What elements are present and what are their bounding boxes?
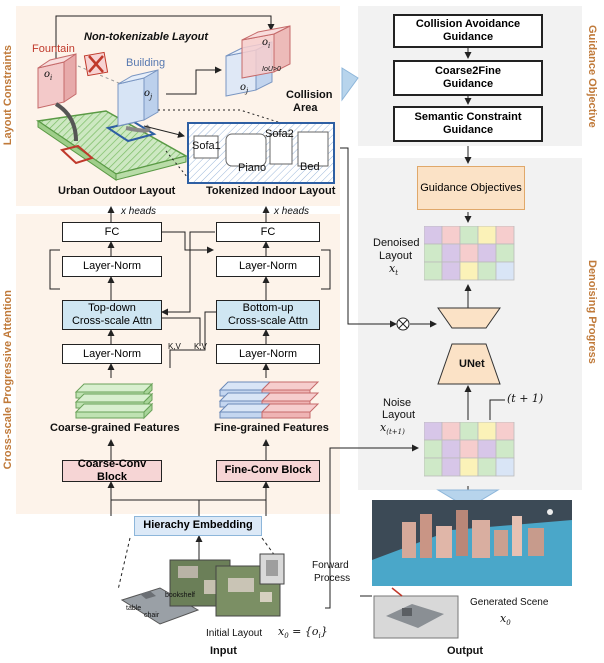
collision-area-label-1: Collision <box>286 89 333 101</box>
sofa2-label: Sofa2 <box>265 128 294 140</box>
denoised-label-2: Layout <box>379 250 413 262</box>
fine-features-label: Fine-grained Features <box>214 422 329 434</box>
forward-label-2: Process <box>314 573 351 584</box>
denoised-layout-grid <box>424 226 515 281</box>
collision-area-cubes <box>225 25 291 97</box>
coarse-features-label: Coarse-grained Features <box>50 422 180 434</box>
piano-label: Piano <box>238 162 267 174</box>
layer-norm-right-bottom: Layer-Norm <box>216 344 320 364</box>
denoising-progress-label: Denoising Progress <box>586 260 598 364</box>
output-label: Output <box>447 645 484 657</box>
fountain-cube <box>37 53 77 109</box>
initial-layout-label: Initial Layout <box>206 628 263 639</box>
iou-label: IoU>0 <box>262 66 281 73</box>
kv-left: K,V <box>168 342 181 351</box>
fc-left: FC <box>62 222 162 242</box>
layout-constraints-diagram <box>35 15 335 184</box>
generated-scene-label: Generated Scene <box>470 597 549 608</box>
x-heads-right: x heads <box>274 206 310 217</box>
building-label: Building <box>126 57 166 69</box>
layer-norm-left-top: Layer-Norm <box>62 256 162 277</box>
generated-scene-image <box>372 500 572 639</box>
table-label: table <box>126 605 142 612</box>
bed-label: Bed <box>300 161 320 173</box>
layer-norm-left-bottom: Layer-Norm <box>62 344 162 364</box>
sofa1-label: Sofa1 <box>192 140 221 152</box>
non-tokenizable-label: Non-tokenizable Layout <box>84 31 209 43</box>
oi-label: oi <box>44 69 53 82</box>
urban-outdoor-label: Urban Outdoor Layout <box>58 185 176 197</box>
input-images <box>120 553 285 625</box>
forward-label-1: Forward <box>312 560 349 571</box>
bookshelf-label: bookshelf <box>165 592 195 599</box>
kv-right: K,V <box>194 342 207 351</box>
output-x0: x0 <box>500 612 511 628</box>
collision-oi-label: oi <box>262 37 271 50</box>
collision-area-label-2: Area <box>293 102 318 114</box>
non-tokenizable-x-icon <box>83 51 109 77</box>
fountain-label: Fountain <box>32 43 75 55</box>
coarse-features-stack <box>74 382 154 420</box>
building-cube <box>117 69 159 127</box>
denoised-var: xt <box>389 262 399 278</box>
t-plus-1-label: (t + 1) <box>507 392 544 405</box>
noise-label-1: Noise <box>383 397 412 409</box>
collision-oj-label: oj <box>240 82 249 95</box>
noise-layout-grid <box>424 422 515 477</box>
chair-label: chair <box>144 612 160 619</box>
fc-right: FC <box>216 222 320 242</box>
fine-conv-block: Fine-Conv Block <box>216 460 320 482</box>
layer-norm-right-top: Layer-Norm <box>216 256 320 277</box>
fine-features-stack <box>218 381 320 419</box>
noise-label-2: Layout <box>382 409 416 421</box>
tokenized-indoor-panel <box>187 122 335 184</box>
hierarchy-embedding: Hierachy Embedding <box>134 516 262 536</box>
x0-equation: x0 = {oi} <box>278 625 328 641</box>
denoised-label-1: Denoised <box>373 237 420 249</box>
noise-var: x(t+1) <box>380 421 405 437</box>
guidance-objectives-box: Guidance Objectives <box>417 166 525 210</box>
input-label: Input <box>210 645 237 657</box>
coarse-conv-block: Coarse-Conv Block <box>62 458 162 483</box>
unet-label: UNet <box>459 358 485 370</box>
x-heads-left: x heads <box>121 206 157 217</box>
tokenized-indoor-label: Tokenized Indoor Layout <box>206 185 336 197</box>
oj-label: oj <box>144 88 153 101</box>
guidance-objective-label: Guidance Objective <box>586 25 598 128</box>
unet-shape <box>437 307 501 385</box>
